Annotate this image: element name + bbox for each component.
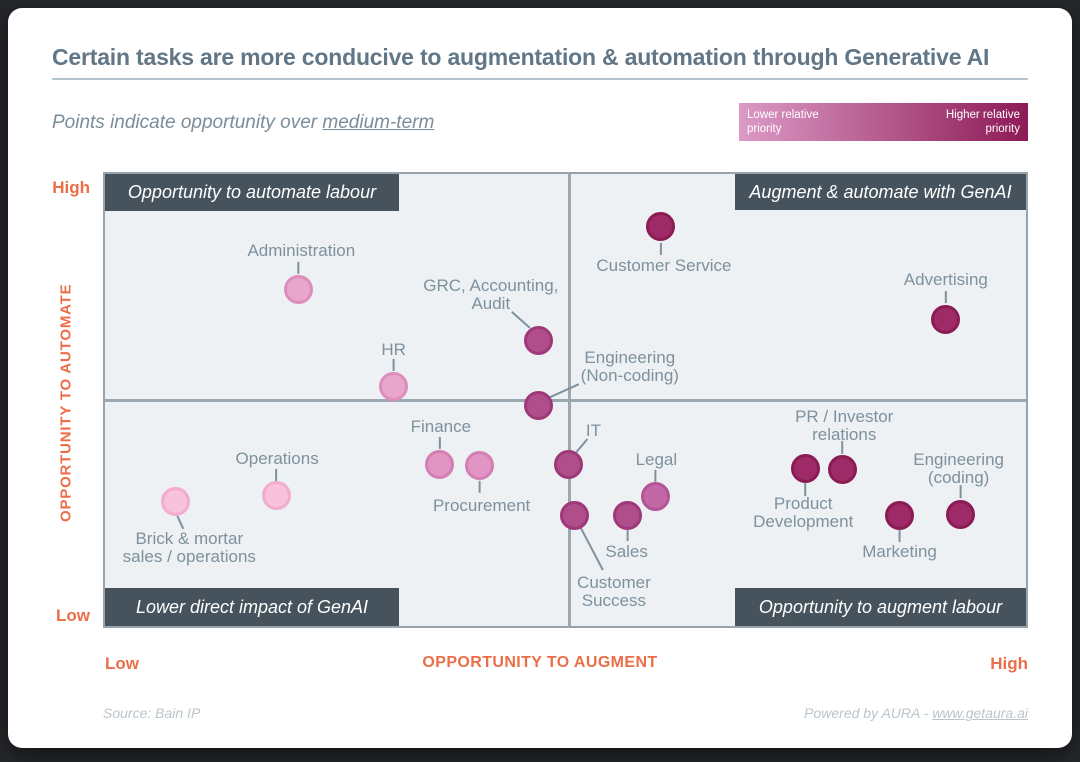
leader-line <box>547 383 580 400</box>
x-axis-title: OPPORTUNITY TO AUGMENT <box>422 654 658 671</box>
data-point-dot <box>946 499 976 529</box>
data-point-dot <box>931 304 961 334</box>
midline-horizontal <box>105 399 1026 402</box>
data-point-label: Engineering(coding) <box>913 450 1004 488</box>
y-axis-low-label: Low <box>56 606 90 625</box>
data-point-dot <box>827 455 857 485</box>
data-point-label: IT <box>585 421 601 441</box>
data-point-label: Finance <box>410 416 472 436</box>
data-point-label: Sales <box>605 542 648 562</box>
data-point-dot <box>640 482 670 512</box>
legend-higher-label: Higher relative priority <box>946 108 1020 137</box>
powered-by-note: Powered by AURA - www.getaura.ai <box>804 705 1028 721</box>
data-point-label: Advertising <box>903 269 988 289</box>
quadrant-label-lower-impact: Lower direct impact of GenAI <box>105 588 399 626</box>
subtitle: Points indicate opportunity over medium-… <box>52 112 434 134</box>
leader-line <box>176 515 185 530</box>
quadrant-label-augment-automate: Augment & automate with GenAI <box>735 174 1026 210</box>
powered-by-text: Powered by AURA - <box>804 705 933 721</box>
legend-higher-line2: priority <box>985 123 1020 135</box>
legend-lower-line2: priority <box>747 123 782 135</box>
data-point-dot <box>425 450 455 480</box>
infographic-card: Certain tasks are more conducive to augm… <box>8 8 1072 748</box>
data-point-label: Customer Service <box>596 255 732 275</box>
data-point-label: Administration <box>247 240 356 260</box>
data-point-dot <box>160 487 190 517</box>
x-axis-low-label: Low <box>105 654 139 673</box>
legend-higher-line1: Higher relative <box>945 108 1020 121</box>
data-point-dot <box>885 500 915 530</box>
data-point-dot <box>613 500 643 530</box>
priority-gradient-legend: Lower relative priority Higher relative … <box>739 103 1028 141</box>
data-point-label: Marketing <box>862 542 937 562</box>
data-point-dot <box>553 449 583 479</box>
data-point-label: Legal <box>635 449 678 469</box>
title-divider <box>52 78 1028 80</box>
data-point-dot <box>261 481 291 511</box>
subtitle-text: Points indicate opportunity over <box>52 112 323 133</box>
data-point-dot <box>790 453 820 483</box>
data-point-label: Engineering(Non-coding) <box>580 348 679 386</box>
x-axis-high-label: High <box>990 654 1028 673</box>
data-point-dot <box>524 326 554 356</box>
legend-lower-label: Lower relative priority <box>747 108 819 137</box>
y-axis-high-label: High <box>52 178 90 197</box>
source-note: Source: Bain IP <box>103 705 201 721</box>
y-axis-title: OPPORTUNITY TO AUTOMATE <box>57 283 75 523</box>
legend-lower-line1: Lower relative <box>747 108 819 121</box>
quadrant-label-automate: Opportunity to automate labour <box>105 174 399 211</box>
data-point-dot <box>560 500 590 530</box>
plot-area: Opportunity to automate labour Augment &… <box>103 172 1028 628</box>
data-point-dot <box>646 212 676 242</box>
data-point-dot <box>379 372 409 402</box>
leader-line <box>575 438 589 453</box>
data-point-label: Operations <box>235 448 319 468</box>
leader-line <box>511 311 531 329</box>
data-point-dot <box>465 451 495 481</box>
data-point-dot <box>524 390 554 420</box>
leader-line <box>580 527 604 571</box>
page-title: Certain tasks are more conducive to augm… <box>52 44 990 70</box>
data-point-label: HR <box>381 339 406 359</box>
quadrant-label-augment: Opportunity to augment labour <box>735 588 1026 626</box>
data-point-label: Procurement <box>432 495 531 515</box>
subtitle-term-underlined: medium-term <box>322 112 435 133</box>
data-point-dot <box>283 275 313 305</box>
data-point-label: GRC, Accounting,Audit <box>423 275 559 313</box>
getaura-link[interactable]: www.getaura.ai <box>932 705 1028 721</box>
